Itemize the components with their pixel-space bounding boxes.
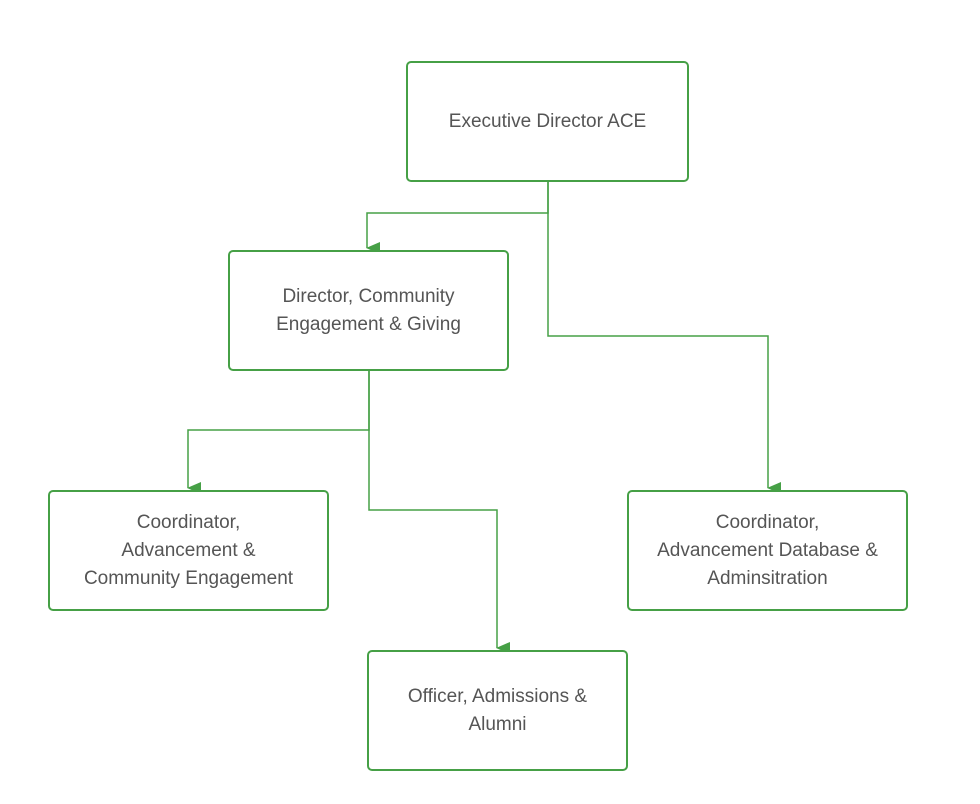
node-director-label: Director, Community Engagement & Giving [276, 285, 461, 335]
connector-executive-to-director [366, 182, 549, 254]
node-executive-director-label: Executive Director ACE [448, 110, 647, 132]
node-officer-admissions-alumni[interactable]: Officer, Admissions & Alumni [367, 650, 628, 771]
node-coordinator-advancement-engagement[interactable]: Coordinator, Advancement & Community Eng… [48, 490, 329, 611]
node-executive-director[interactable]: Executive Director ACE [406, 61, 689, 182]
node-director-community-engagement[interactable]: Director, Community Engagement & Giving [228, 250, 509, 371]
connector-executive-to-coordinator-database [547, 182, 781, 494]
connector-director-to-officer [368, 371, 510, 654]
connector-director-to-coordinator-engagement [187, 371, 370, 494]
node-coordinator-advancement-database[interactable]: Coordinator, Advancement Database & Admi… [627, 490, 908, 611]
node-officer-label: Officer, Admissions & Alumni [407, 685, 588, 735]
node-coordinator-engagement-label: Coordinator, Advancement & Community Eng… [83, 511, 294, 589]
node-coordinator-database-label: Coordinator, Advancement Database & Admi… [657, 511, 878, 589]
